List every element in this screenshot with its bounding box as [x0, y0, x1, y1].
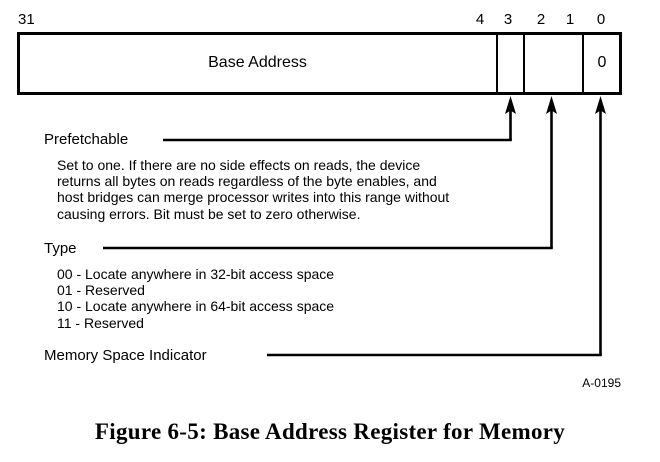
- callout-line: 01 - Reserved: [57, 282, 145, 299]
- bit-label-2: 2: [536, 11, 546, 28]
- callout-line: causing errors. Bit must be set to zero …: [57, 205, 361, 222]
- type-arrow-head: [546, 96, 557, 114]
- figure-caption: Figure 6-5: Base Address Register for Me…: [94, 419, 566, 444]
- field-base-address-label: Base Address: [208, 54, 307, 71]
- callout-line: 10 - Locate anywhere in 64-bit access sp…: [57, 298, 335, 315]
- callout-line: Set to one. If there are no side effects…: [57, 157, 421, 173]
- prefetchable-arrow-head: [505, 96, 516, 114]
- artwork-id-label: A-0195: [582, 376, 621, 390]
- callout-line: returns all bytes on reads regardless of…: [57, 173, 437, 190]
- bit-label-0: 0: [596, 11, 606, 28]
- register-diagram-graphics: [17, 32, 622, 357]
- field-memory-space-indicator-value: 0: [597, 54, 607, 71]
- callout-body-type: 00 - Locate anywhere in 32-bit access sp…: [57, 266, 334, 331]
- bit-label-3: 3: [503, 11, 513, 28]
- bit-label-31: 31: [18, 11, 35, 28]
- callout-title-type: Type: [44, 240, 77, 257]
- callout-title-memory-space-indicator: Memory Space Indicator: [44, 347, 207, 364]
- callout-line: host bridges can merge processor writes …: [57, 189, 450, 206]
- register-box: [17, 32, 622, 95]
- register-diagram: 31 4 3 2 1 0 Base Address 0 Prefetchable…: [17, 11, 622, 390]
- callout-title-prefetchable: Prefetchable: [44, 131, 129, 148]
- callout-body-prefetchable: Set to one. If there are no side effects…: [57, 157, 449, 222]
- bit-label-1: 1: [565, 11, 575, 28]
- bit-label-4: 4: [475, 11, 485, 28]
- callout-line: 11 - Reserved: [57, 314, 144, 331]
- memory-space-indicator-arrow-head: [595, 96, 606, 114]
- callout-line: 00 - Locate anywhere in 32-bit access sp…: [57, 266, 335, 282]
